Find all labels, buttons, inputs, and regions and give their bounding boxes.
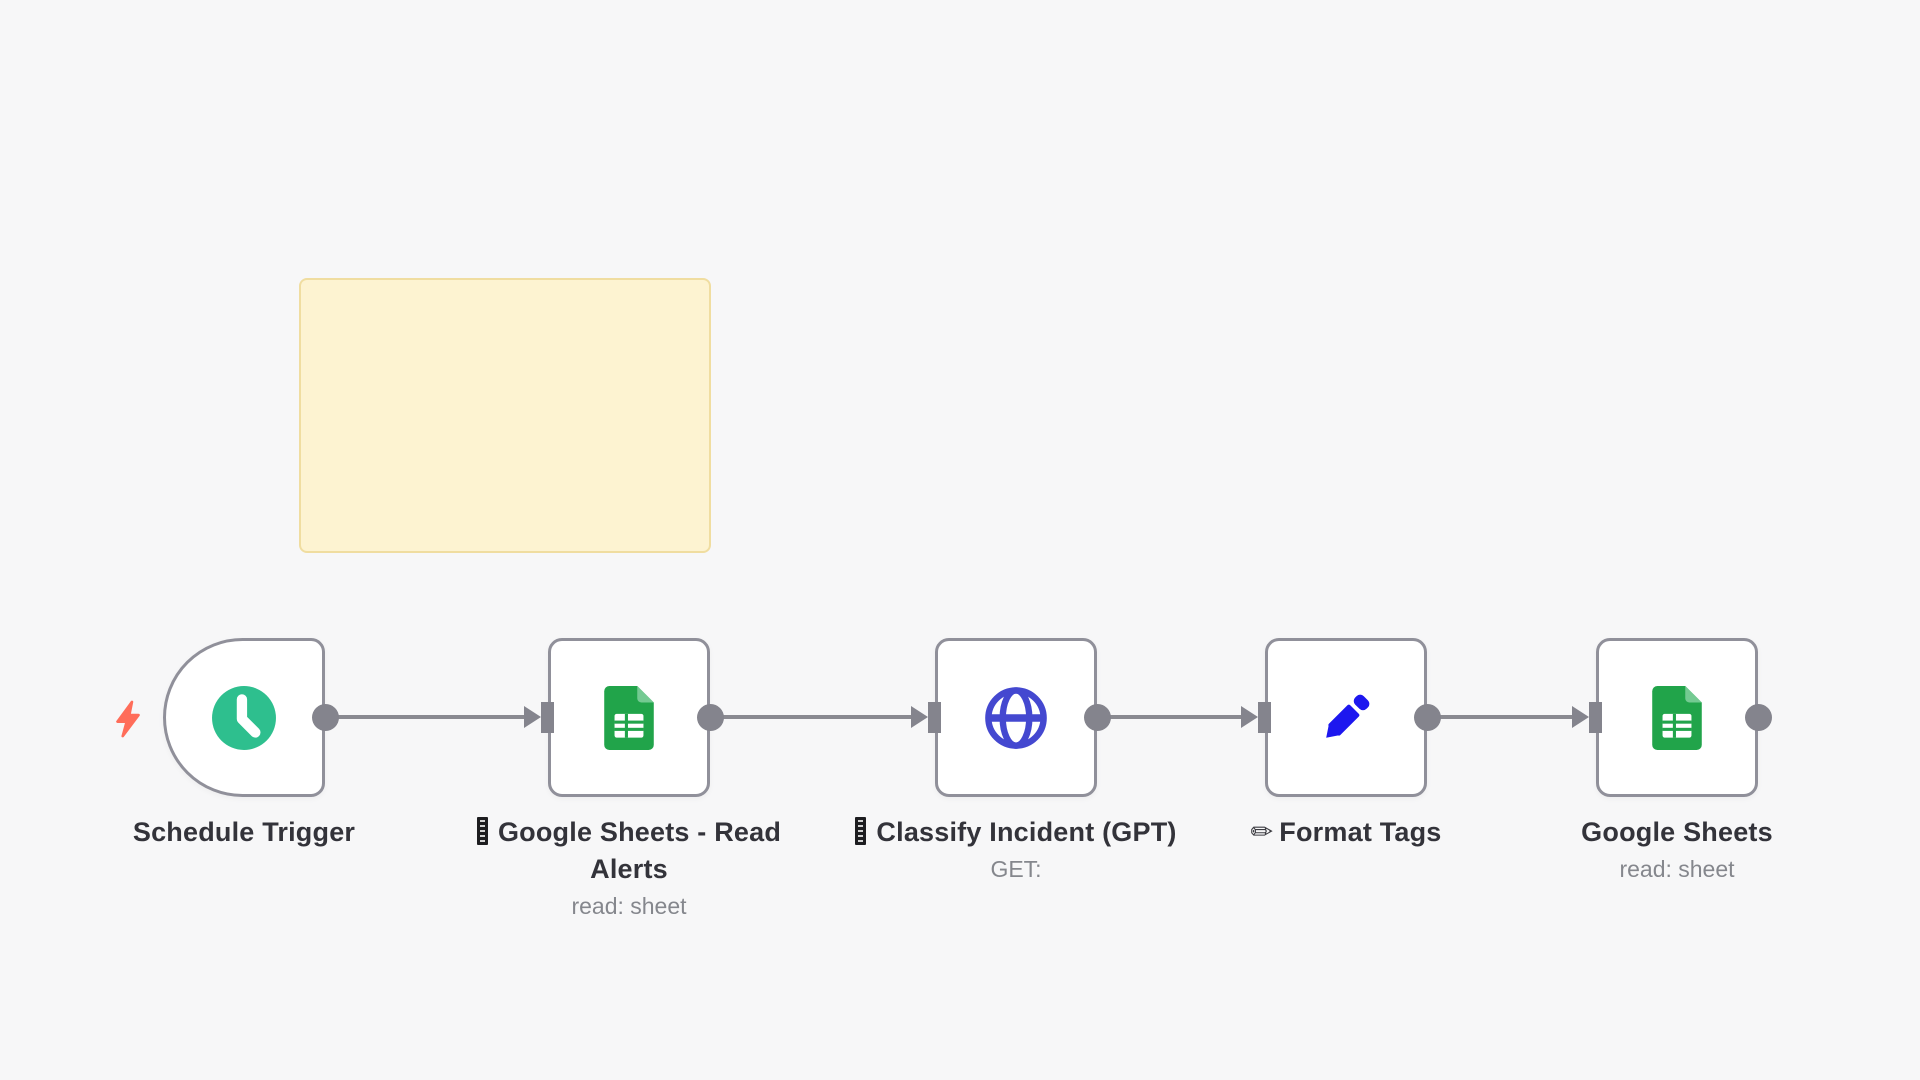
node-classify-incident-gpt[interactable] xyxy=(935,638,1097,797)
pencil-icon xyxy=(1314,686,1378,750)
google-sheets-icon xyxy=(1652,685,1702,750)
node-google-sheets-read-alerts[interactable] xyxy=(548,638,710,797)
node-title: ✏Format Tags xyxy=(1250,817,1442,847)
node-title: Classify Incident (GPT) xyxy=(786,814,1246,851)
input-connector[interactable] xyxy=(1589,702,1602,733)
node-label-google-sheets: Google Sheets read: sheet xyxy=(1447,814,1907,884)
output-connector[interactable] xyxy=(1414,704,1441,731)
connection-arrowhead xyxy=(1572,706,1589,728)
node-label-classify-incident-gpt: Classify Incident (GPT) GET: xyxy=(786,814,1246,884)
node-title: Google Sheets - Read Alerts xyxy=(399,814,859,888)
connection-line[interactable] xyxy=(325,715,526,719)
pencil-glyph: ✏ xyxy=(1250,817,1274,847)
output-connector[interactable] xyxy=(312,704,339,731)
output-connector[interactable] xyxy=(1084,704,1111,731)
input-connector[interactable] xyxy=(541,702,554,733)
connection-arrowhead xyxy=(911,706,928,728)
connection-line[interactable] xyxy=(1427,715,1574,719)
google-sheets-icon xyxy=(604,685,654,750)
node-google-sheets[interactable] xyxy=(1596,638,1758,797)
node-label-schedule-trigger: Schedule Trigger xyxy=(14,814,474,851)
node-subtitle: read: sheet xyxy=(1619,856,1735,882)
connection-arrowhead xyxy=(524,706,541,728)
node-label-google-sheets-read-alerts: Google Sheets - Read Alerts read: sheet xyxy=(399,814,859,921)
missing-emoji-glyph xyxy=(476,817,488,845)
connection-line[interactable] xyxy=(1097,715,1243,719)
node-label-format-tags: ✏Format Tags xyxy=(1116,814,1576,851)
globe-icon xyxy=(982,684,1050,752)
connection-line[interactable] xyxy=(710,715,913,719)
input-connector[interactable] xyxy=(1258,702,1271,733)
output-connector[interactable] xyxy=(1745,704,1772,731)
clock-icon xyxy=(211,685,277,751)
input-connector[interactable] xyxy=(928,702,941,733)
node-subtitle: GET: xyxy=(990,856,1042,882)
node-title: Schedule Trigger xyxy=(132,817,356,847)
lightning-bolt-icon xyxy=(107,698,149,740)
node-subtitle: read: sheet xyxy=(571,893,687,919)
node-title: Google Sheets xyxy=(1581,817,1773,847)
connection-arrowhead xyxy=(1241,706,1258,728)
output-connector[interactable] xyxy=(697,704,724,731)
missing-emoji-glyph xyxy=(855,817,867,845)
node-schedule-trigger[interactable] xyxy=(163,638,325,797)
node-format-tags[interactable] xyxy=(1265,638,1427,797)
sticky-note[interactable] xyxy=(299,278,711,553)
